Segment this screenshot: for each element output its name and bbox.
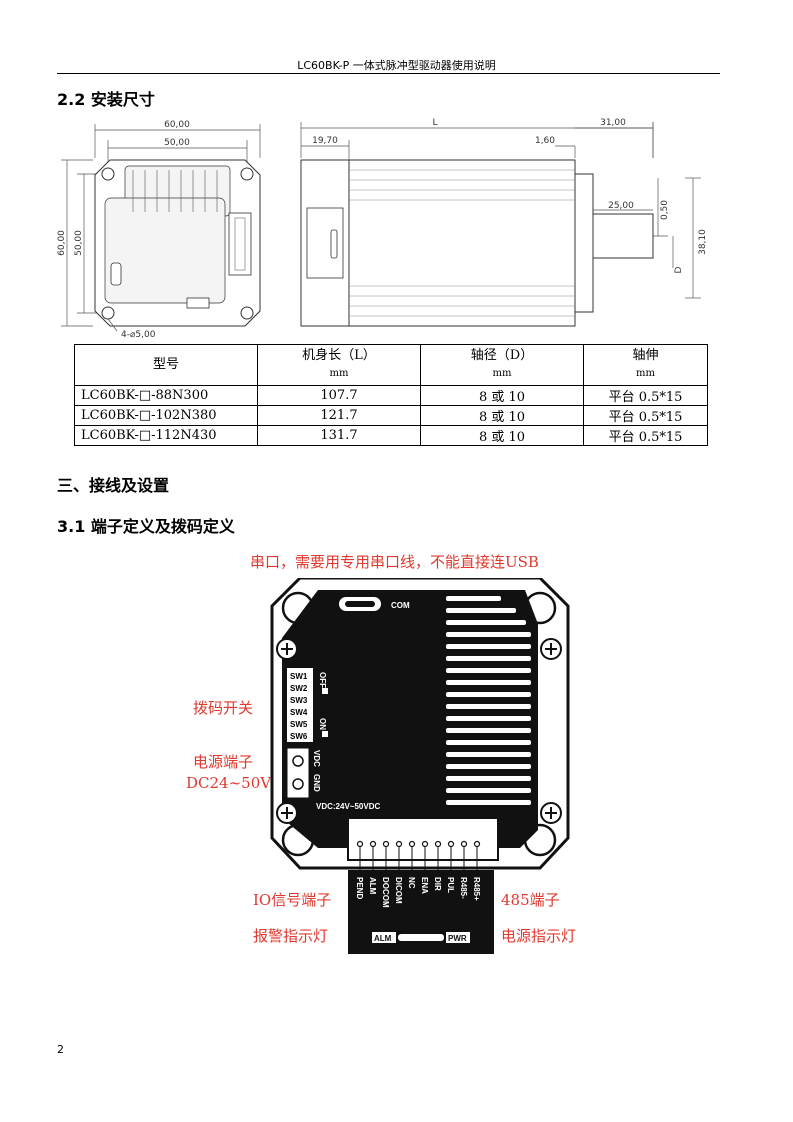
- page-number: 2: [57, 1043, 64, 1056]
- side-view-drawing: L 19,70 1,60 31,00 25,00 0,50 38,10 D: [300, 118, 708, 327]
- cell-diameter: 8 或 10: [420, 425, 584, 446]
- cell-model: LC60BK-□-102N380: [74, 405, 258, 426]
- pin-docom-label: DOCOM: [381, 877, 390, 908]
- pin-nc-label: NC: [407, 877, 416, 889]
- callout-serial: 串口，需要用专用串口线，不能直接连USB: [250, 553, 539, 571]
- header-length: 机身长（L）mm: [257, 344, 421, 386]
- cell-shaft: 平台 0.5*15: [583, 425, 708, 446]
- cell-length: 107.7: [257, 385, 421, 406]
- table-row: LC60BK-□-88N300 107.7 8 或 10 平台 0.5*15: [74, 385, 708, 406]
- dim-L: L: [432, 118, 437, 128]
- dim-2500: 25,00: [608, 201, 634, 211]
- callout-485: 485端子: [501, 891, 560, 909]
- table-row: LC60BK-□-102N380 121.7 8 或 10 平台 0.5*15: [74, 405, 708, 426]
- vdc-label: VDC: [312, 750, 321, 767]
- cell-length: 121.7: [257, 405, 421, 426]
- pin-ena-label: ENA: [420, 877, 429, 894]
- sw5-label: SW5: [290, 720, 308, 729]
- sw3-label: SW3: [290, 696, 308, 705]
- header-diameter: 轴径（D）mm: [420, 344, 584, 386]
- driver-board-diagram: COM SW1 SW2 SW3 SW4 SW5 SW6 OFF ON VDC G…: [270, 578, 570, 954]
- led-window: [398, 934, 444, 941]
- gnd-label: GND: [312, 774, 321, 792]
- vdc-range-label: VDC:24V~50VDC: [316, 802, 380, 811]
- cell-shaft: 平台 0.5*15: [583, 405, 708, 426]
- cell-length: 131.7: [257, 425, 421, 446]
- dim-50-height: 50,00: [74, 230, 84, 256]
- callout-power-led: 电源指示灯: [501, 927, 577, 945]
- vdc-terminal-icon: [292, 755, 304, 767]
- callout-io: IO信号端子: [253, 891, 332, 909]
- callout-power-range: DC24~50V: [186, 774, 272, 792]
- section-heading-3: 三、接线及设置: [57, 476, 170, 495]
- sw2-label: SW2: [290, 684, 308, 693]
- dim-1970: 19,70: [312, 136, 338, 146]
- dim-3100: 31,00: [600, 118, 626, 128]
- io-connector: [347, 817, 499, 861]
- pin-r485minus-label: R485-: [459, 877, 468, 899]
- dim-160: 1,60: [535, 136, 555, 146]
- header-rule: [57, 73, 720, 74]
- callout-alarm-led: 报警指示灯: [253, 927, 329, 945]
- dim-60-height: 60,00: [57, 230, 67, 256]
- table-row: LC60BK-□-112N430 131.7 8 或 10 平台 0.5*15: [74, 425, 708, 446]
- section-heading-3-1: 3.1 端子定义及拨码定义: [57, 517, 235, 536]
- pin-pul-label: PUL: [446, 877, 455, 893]
- off-label: OFF: [318, 672, 327, 688]
- com-label: COM: [391, 601, 410, 610]
- cell-diameter: 8 或 10: [420, 405, 584, 426]
- dim-3810: 38,10: [698, 229, 708, 255]
- gnd-terminal-icon: [292, 778, 304, 790]
- alm-led-label: ALM: [374, 934, 392, 943]
- sw1-label: SW1: [290, 672, 308, 681]
- cell-model: LC60BK-□-112N430: [74, 425, 258, 446]
- sw4-label: SW4: [290, 708, 308, 717]
- pin-r485plus-label: R485+: [472, 877, 481, 901]
- dim-50-width: 50,00: [164, 138, 190, 148]
- dim-60-width: 60,00: [164, 120, 190, 130]
- callout-power-terminal: 电源端子: [193, 753, 254, 771]
- section-heading-2-2: 2.2 安装尺寸: [57, 90, 155, 109]
- header-model: 型号: [74, 344, 258, 386]
- dim-D: D: [674, 266, 684, 273]
- sw6-label: SW6: [290, 732, 308, 741]
- pin-dicom-label: DICOM: [394, 877, 403, 904]
- pin-pend-label: PEND: [355, 877, 364, 899]
- front-view-drawing: 60,00 50,00 60,00 50,00 4-⌀5,00: [57, 120, 261, 340]
- cell-model: LC60BK-□-88N300: [74, 385, 258, 406]
- dim-holes: 4-⌀5,00: [121, 330, 156, 340]
- callout-dip: 拨码开关: [193, 699, 254, 717]
- dim-050: 0,50: [660, 200, 670, 220]
- cell-diameter: 8 或 10: [420, 385, 584, 406]
- cell-shaft: 平台 0.5*15: [583, 385, 708, 406]
- on-label: ON: [318, 718, 327, 730]
- pin-dir-label: DIR: [433, 877, 442, 891]
- pin-alm-label: ALM: [368, 877, 377, 895]
- pwr-led-label: PWR: [448, 934, 467, 943]
- page-header: LC60BK-P 一体式脉冲型驱动器使用说明: [297, 59, 496, 72]
